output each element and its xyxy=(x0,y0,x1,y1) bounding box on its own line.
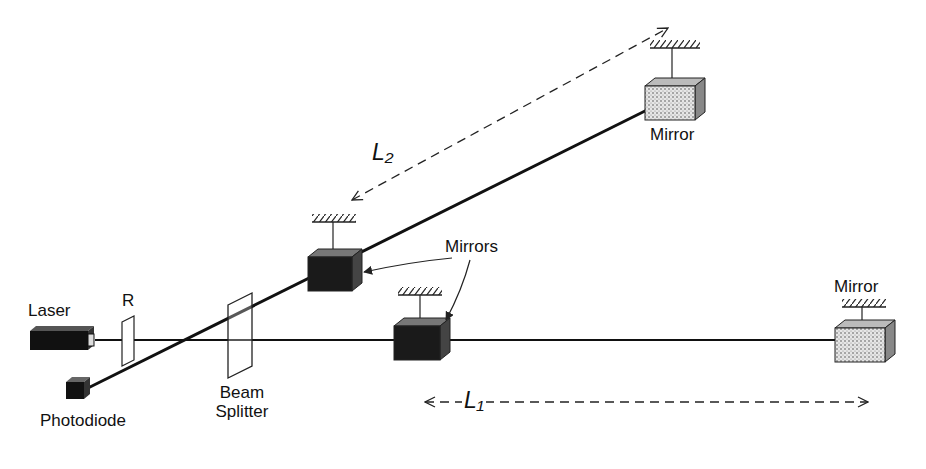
laser-symbol xyxy=(30,326,94,350)
beam-splitter-plate xyxy=(228,293,252,378)
dimension-label: L₁ xyxy=(462,388,486,413)
dimension-arrow xyxy=(425,401,868,402)
photodiode-symbol xyxy=(66,377,90,399)
leader-line xyxy=(446,260,470,320)
part-label: Mirror xyxy=(650,126,694,145)
part-label: Mirror xyxy=(834,278,878,297)
part-label: Beam Splitter xyxy=(206,384,278,421)
mirror-symbol xyxy=(394,287,450,360)
part-label: Photodiode xyxy=(40,412,126,431)
laser-beam xyxy=(95,339,835,341)
dimension-arrow xyxy=(352,28,668,200)
mirror-symbol xyxy=(835,299,895,362)
mirror-symbol xyxy=(645,40,705,120)
mirror-symbol xyxy=(308,214,362,291)
retarder-plate xyxy=(122,316,134,366)
part-label: Mirrors xyxy=(445,238,498,257)
part-label: R xyxy=(122,292,134,311)
dimension-label: L₂ xyxy=(370,140,396,165)
reflected-beam xyxy=(88,110,647,388)
part-label: Laser xyxy=(28,302,71,321)
leader-line xyxy=(364,258,452,272)
